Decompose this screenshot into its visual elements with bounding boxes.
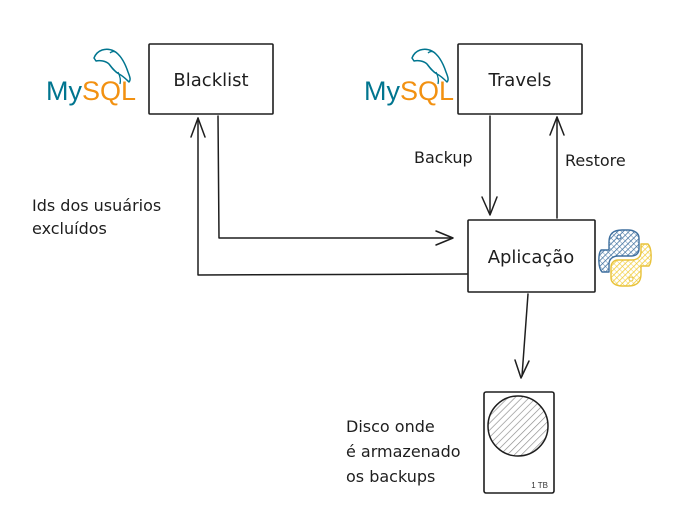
- blacklist-box[interactable]: [148, 43, 274, 115]
- edge-aplicacao-to-disk: [514, 293, 530, 379]
- edge-aplicacao-to-blacklist: [190, 117, 468, 276]
- mysql-dolphin-icon: [93, 48, 131, 85]
- disk-capacity-label: 1 TB: [531, 481, 548, 490]
- mysql-logo-sql-text: SQL: [82, 76, 136, 106]
- disk-caption-line1: Disco onde: [346, 417, 435, 436]
- mysql-dolphin-icon: [411, 48, 449, 85]
- disk-node[interactable]: 1 TB: [483, 391, 555, 494]
- ids-label-line2: excluídos: [32, 219, 107, 238]
- backup-label: Backup: [414, 148, 473, 167]
- aplicacao-node[interactable]: Aplicação: [467, 219, 652, 293]
- restore-label: Restore: [565, 151, 626, 170]
- disk-platter-icon: [487, 395, 549, 457]
- python-logo-icon: [598, 229, 652, 287]
- mysql-logo-my-text: My: [46, 76, 82, 106]
- disk-caption-line2: é armazenado: [346, 442, 461, 461]
- travels-node[interactable]: My SQL Travels: [364, 43, 583, 115]
- disk-caption-line3: os backups: [346, 467, 435, 486]
- aplicacao-label: Aplicação: [488, 247, 575, 268]
- travels-box[interactable]: [457, 43, 583, 115]
- mysql-logo-travels: My SQL: [364, 48, 454, 106]
- disk-body[interactable]: [483, 391, 555, 494]
- blacklist-node[interactable]: My SQL Blacklist: [46, 43, 274, 115]
- mysql-logo-blacklist: My SQL: [46, 48, 136, 106]
- blacklist-label: Blacklist: [173, 70, 248, 91]
- edge-aplicacao-to-travels-restore: [549, 116, 565, 219]
- mysql-logo-sql-text: SQL: [400, 76, 454, 106]
- aplicacao-box[interactable]: [467, 219, 596, 293]
- ids-label-line1: Ids dos usuários: [32, 196, 161, 215]
- mysql-logo-my-text: My: [364, 76, 400, 106]
- travels-label: Travels: [488, 70, 552, 91]
- edge-travels-to-aplicacao-backup: [481, 115, 498, 216]
- edge-blacklist-to-aplicacao: [217, 115, 454, 246]
